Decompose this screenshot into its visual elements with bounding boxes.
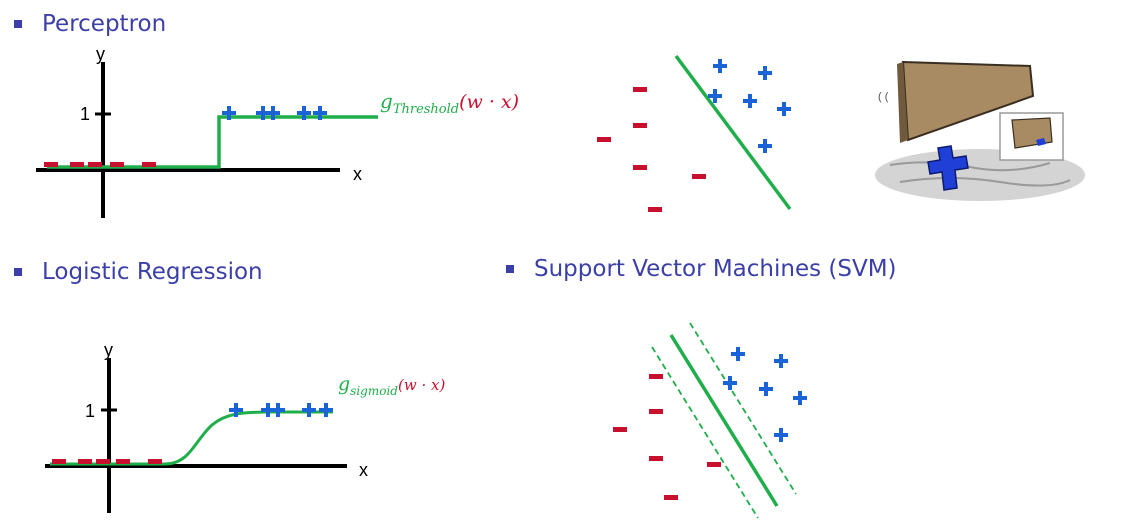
minus-marker: [88, 162, 102, 167]
motion-marks: ( (: [878, 91, 889, 103]
inset-slab: [1011, 117, 1053, 149]
negative-points: [613, 374, 721, 500]
x-axis-label: x: [353, 164, 362, 184]
func-args: (w · x): [459, 91, 519, 113]
minus-marker: [116, 459, 130, 464]
func-name: g: [338, 373, 350, 395]
positive-points: [723, 347, 807, 442]
threshold-curve: [47, 115, 378, 169]
plus-marker: [266, 106, 280, 120]
minus-marker: [70, 162, 84, 167]
minus-marker: [664, 495, 678, 500]
heading-logistic-regression: Logistic Regression: [42, 259, 263, 285]
svm-margin-left: [651, 346, 759, 519]
perceptron-scatter: [597, 54, 792, 212]
negative-points: [597, 87, 706, 212]
threshold-function-label: gThreshold(w · x): [380, 89, 519, 117]
plus-marker: [723, 376, 737, 390]
plus-marker: [731, 347, 745, 361]
tick-one-label: 1: [80, 104, 90, 124]
tick-one-label: 1: [85, 401, 95, 421]
minus-marker: [148, 459, 162, 464]
blue-plus-figure: [927, 145, 969, 191]
minus-marker: [96, 459, 110, 464]
minus-marker: [613, 427, 627, 432]
heading-perceptron: Perceptron: [42, 11, 167, 37]
svm-hyperplane: [669, 334, 779, 507]
plot-threshold: y x 1 gThreshold(w · x): [36, 44, 519, 218]
minus-marker: [633, 165, 647, 170]
minus-marker: [649, 374, 663, 379]
func-subscript: Threshold: [393, 102, 459, 117]
x-axis-label: x: [359, 460, 368, 480]
positive-points: [708, 59, 791, 153]
plus-marker: [229, 403, 243, 417]
negative-points: [44, 162, 156, 167]
minus-marker: [52, 459, 66, 464]
heading-svm: Support Vector Machines (SVM): [534, 256, 897, 282]
minus-marker: [44, 162, 58, 167]
plus-marker: [774, 428, 788, 442]
minus-marker: [142, 162, 156, 167]
sigmoid-curve: [50, 410, 333, 466]
y-axis-label: y: [104, 340, 113, 360]
minus-marker: [649, 456, 663, 461]
func-name: g: [380, 89, 393, 113]
negative-points: [52, 459, 162, 464]
slab-shadow-edge: [897, 62, 908, 143]
bullet-square: [14, 20, 22, 28]
inset-plus: [1036, 138, 1046, 146]
plus-marker: [777, 102, 791, 116]
func-args: (w · x): [398, 376, 445, 394]
cartoon-plus-hit-by-slab-icon: ( (: [875, 60, 1085, 201]
minus-marker: [633, 87, 647, 92]
y-axis-label: y: [96, 44, 105, 64]
floor-scribble: [889, 161, 1071, 187]
plus-marker: [222, 106, 236, 120]
plus-marker: [319, 403, 333, 417]
bullet-square: [506, 265, 514, 273]
func-subscript: sigmoid: [350, 384, 398, 398]
bullet-square: [14, 268, 22, 276]
plus-marker: [313, 106, 327, 120]
plus-marker: [302, 403, 316, 417]
plus-marker: [793, 391, 807, 405]
bullet-svm: Support Vector Machines (SVM): [506, 256, 897, 282]
sigmoid-function-label: gsigmoid(w · x): [338, 373, 445, 398]
minus-marker: [78, 459, 92, 464]
minus-marker: [110, 162, 124, 167]
minus-marker: [649, 409, 663, 414]
plus-marker: [708, 89, 722, 103]
plus-marker: [774, 354, 788, 368]
bullet-perceptron: Perceptron: [14, 11, 166, 37]
decision-boundary: [674, 54, 792, 211]
plus-marker: [297, 106, 311, 120]
plus-marker: [271, 403, 285, 417]
minus-marker: [648, 207, 662, 212]
plot-sigmoid: y x 1 gsigmoid(w · x): [45, 340, 445, 513]
positive-points: [229, 403, 333, 417]
svm-scatter: [613, 322, 807, 519]
plus-marker: [713, 59, 727, 73]
minus-marker: [597, 137, 611, 142]
plus-marker: [758, 139, 772, 153]
positive-points: [222, 106, 327, 120]
minus-marker: [633, 123, 647, 128]
plus-marker: [758, 66, 772, 80]
minus-marker: [707, 462, 721, 467]
plus-marker: [759, 382, 773, 396]
minus-marker: [692, 174, 706, 179]
plus-marker: [743, 94, 757, 108]
bullet-logistic: Logistic Regression: [14, 259, 263, 285]
svm-margin-right: [689, 322, 797, 495]
